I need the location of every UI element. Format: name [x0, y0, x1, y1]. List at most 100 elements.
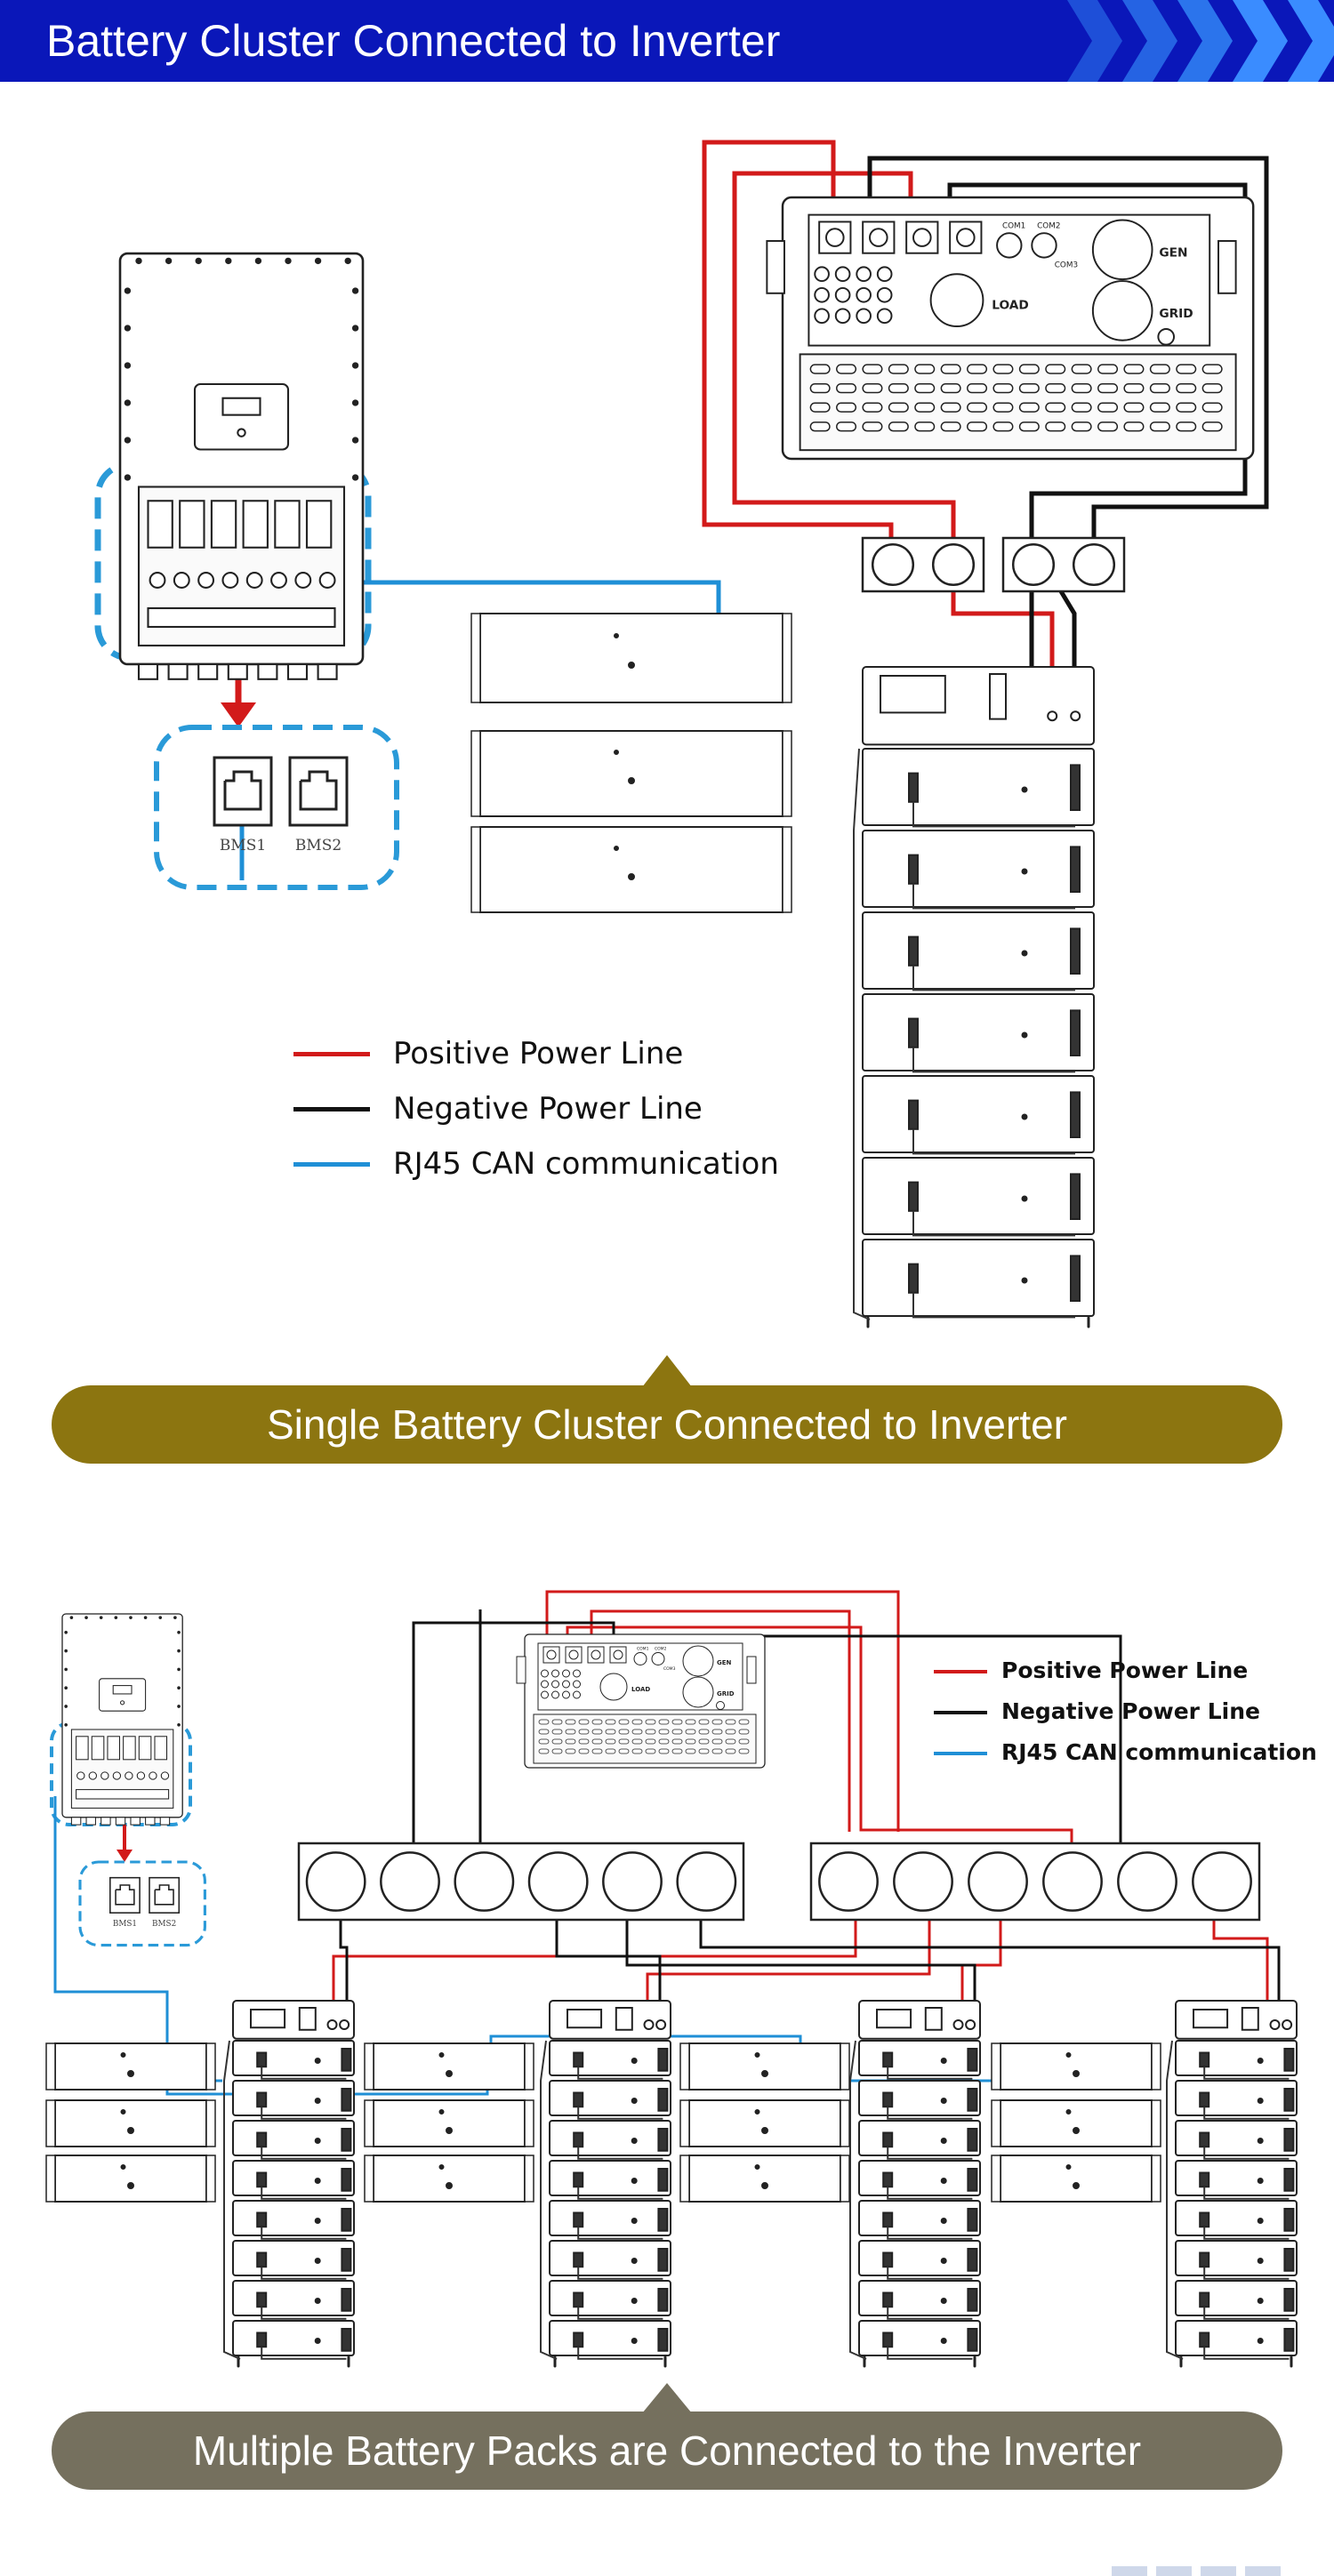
battery-module [232, 2040, 355, 2076]
module-connector [657, 2328, 669, 2352]
vent-slot [1149, 364, 1170, 374]
banner-tip-multiple [642, 2383, 692, 2413]
arrow-down-icon [117, 1850, 133, 1862]
module-screw [940, 2058, 947, 2064]
gen-gland [1091, 219, 1153, 281]
module-body [479, 613, 784, 703]
port-socket [591, 1649, 601, 1660]
vent-slot [940, 364, 961, 374]
jumper-cable [261, 2347, 347, 2360]
port-socket [869, 228, 888, 247]
module-screw [761, 2127, 768, 2134]
terminal-hole [814, 266, 830, 283]
module-connector [1283, 2288, 1295, 2312]
vent-slot [685, 1748, 696, 1754]
banner-tip-single [642, 1355, 692, 1387]
battery-module [862, 911, 1095, 990]
module-connector [908, 1263, 919, 1294]
arrow-down-icon [221, 702, 256, 727]
module-body [688, 2155, 841, 2203]
rj45-port-icon [213, 756, 273, 827]
vent-slot [809, 364, 831, 374]
button [119, 1700, 125, 1705]
screw [124, 474, 132, 481]
rack-ear [1151, 2155, 1161, 2203]
module-connector [1283, 2168, 1295, 2192]
bms2-label: BMS2 [295, 837, 342, 855]
negative-wire [867, 156, 1269, 551]
module-connector [1070, 1009, 1081, 1057]
bms1-label: BMS1 [113, 1920, 137, 1929]
com2-label: COM2 [1037, 221, 1060, 230]
jumper-cable [887, 2147, 973, 2160]
rack-module-4b [991, 2099, 1161, 2147]
vent-slot [1201, 402, 1223, 413]
module-connector [967, 2048, 978, 2072]
terminal-hole [551, 1690, 559, 1699]
module-screw [1257, 2218, 1264, 2224]
rack-module-2a [364, 2042, 534, 2090]
gland [130, 1817, 141, 1826]
side-cable [223, 2040, 241, 2360]
header-bar: Battery Cluster Connected to Inverter [0, 0, 1334, 82]
bms-terminal [339, 2019, 350, 2030]
terminal [210, 500, 237, 549]
rack-module-4c [991, 2155, 1161, 2203]
module-body [1000, 2155, 1153, 2203]
vent-slot [725, 1748, 736, 1754]
module-connector [341, 2208, 352, 2232]
rack-module-2b [364, 2099, 534, 2147]
vent-slot [992, 421, 1014, 432]
rack-ear [45, 2099, 56, 2147]
vent-slot [538, 1738, 550, 1745]
rack-module-2c [364, 2155, 534, 2203]
module-screw [1021, 950, 1028, 957]
vent-slot [888, 421, 909, 432]
battery-module [858, 2280, 981, 2316]
module-connector [1199, 2251, 1210, 2268]
positive-wire [960, 1912, 1002, 2001]
battery-module [1175, 2320, 1298, 2356]
terminal-screw [149, 1771, 157, 1780]
rack-module-1 [470, 613, 792, 703]
vent-slot [1123, 364, 1145, 374]
port-socket [568, 1649, 579, 1660]
com3-label: COM3 [663, 1666, 676, 1672]
terminal-screw [125, 1771, 133, 1780]
busbar-terminal [676, 1851, 737, 1912]
vent-slot [565, 1729, 576, 1735]
vent-slot [605, 1738, 616, 1745]
battery-module [858, 2160, 981, 2196]
screw [173, 1616, 177, 1619]
vent-slot [862, 402, 883, 413]
module-screw [1021, 1195, 1028, 1202]
terminal-strip [147, 606, 336, 629]
battery-stack-single [853, 666, 1095, 1328]
vent-slot [1149, 382, 1170, 394]
rack-ear [840, 2042, 850, 2090]
grid-gland [682, 1676, 714, 1708]
battery-module [858, 2240, 981, 2276]
legend-label-negative: Negative Power Line [393, 1091, 703, 1127]
vent-slot [888, 364, 909, 374]
screw [285, 257, 292, 265]
screw [69, 1616, 74, 1619]
vent-slot [809, 421, 831, 432]
vent-slot [685, 1719, 696, 1725]
gland [137, 662, 159, 680]
module-connector [908, 772, 919, 803]
battery-module [1175, 2080, 1298, 2116]
vent-slot [967, 421, 988, 432]
vent-slot [618, 1729, 630, 1735]
module-screw [940, 2338, 947, 2344]
vent-slot [725, 1738, 736, 1745]
vent-slot [658, 1729, 670, 1735]
busbar-terminal [931, 542, 976, 587]
vent-slot [685, 1738, 696, 1745]
module-connector [573, 2131, 584, 2148]
com1-label: COM1 [1002, 221, 1025, 230]
module-screw [761, 2182, 768, 2189]
busbar-terminal [871, 542, 915, 587]
bms-terminal [952, 2019, 964, 2030]
module-screw [1257, 2298, 1264, 2304]
